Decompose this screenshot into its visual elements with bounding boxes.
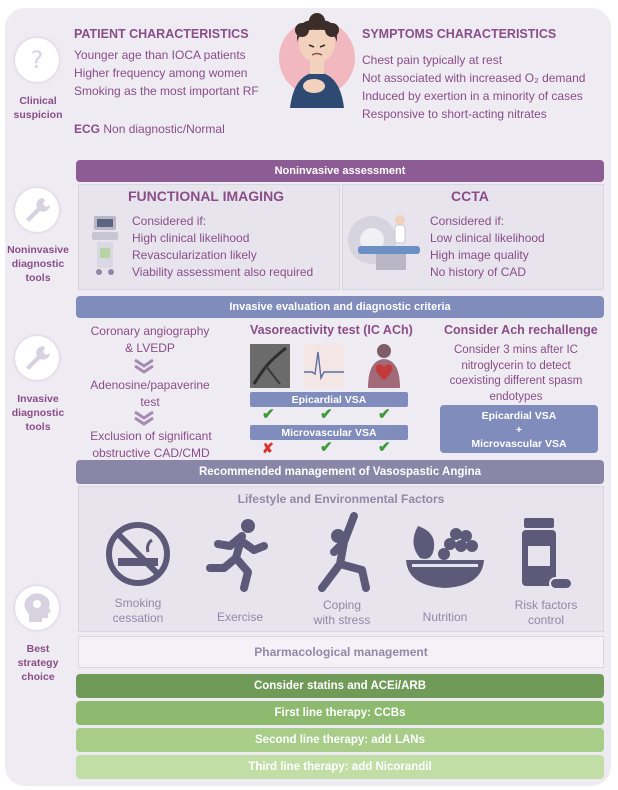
patient-item: Smoking as the most important RF — [74, 84, 259, 98]
running-person-icon — [206, 516, 272, 592]
pharmacological-panel — [78, 636, 604, 668]
lifestyle-label: Nutrition — [422, 610, 468, 624]
clinical-suspicion-label: Clinical suspicion — [13, 95, 63, 121]
cross-icon: ✘ — [262, 440, 274, 456]
pharmacological-title: Pharmacological management — [254, 645, 428, 659]
angiogram-image — [250, 344, 290, 388]
invasive-step-angiography: Coronary angiography & LVEDP — [90, 324, 210, 355]
ecg-text: Non diagnostic/Normal — [103, 122, 225, 136]
lifestyle-label: Smoking cessation — [112, 596, 164, 625]
invasive-evaluation-bar: Invasive evaluation and diagnostic crite… — [76, 296, 604, 318]
functional-item: Revascularization likely — [132, 248, 257, 262]
ultrasound-machine-icon — [88, 214, 122, 276]
symptom-item: Induced by exertion in a minority of cas… — [362, 89, 583, 103]
noninvasive-tools-label: Noninvasive diagnostic tools — [7, 244, 69, 284]
ach-rechallenge-text: Consider 3 mins after IC nitroglycerin t… — [449, 344, 583, 403]
no-smoking-icon — [104, 520, 172, 588]
check-icon: ✔ — [262, 406, 275, 423]
symptom-item: Responsive to short-acting nitrates — [362, 107, 547, 121]
check-icon: ✔ — [378, 406, 391, 423]
wrench-icon — [15, 336, 59, 380]
patient-chest-pain-illustration — [276, 8, 358, 110]
chevron-down-icon — [134, 410, 154, 426]
yoga-pose-icon — [310, 512, 376, 592]
vasoreactivity-test-title: Vasoreactivity test (IC ACh) — [250, 323, 413, 337]
patient-item: Higher frequency among women — [74, 66, 248, 80]
ach-rechallenge-title: Consider Ach rechallenge — [444, 323, 598, 337]
combined-vsa-box: Epicardial VSA + Microvascular VSA — [440, 405, 598, 453]
pill-bottle-icon — [520, 516, 574, 592]
symptoms-characteristics-title: SYMPTOMS CHARACTERISTICS — [362, 27, 557, 41]
ccta-item: Low clinical likelihood — [430, 231, 545, 245]
ccta-title: CCTA — [451, 188, 489, 204]
symptom-item: Not associated with increased O₂ demand — [362, 71, 586, 85]
microvascular-vsa-bar: Microvascular VSA — [250, 425, 408, 440]
functional-item: High clinical likelihood — [132, 231, 250, 245]
ct-scanner-icon — [346, 208, 422, 274]
ecg-trace-icon — [304, 344, 344, 388]
lifestyle-title: Lifestyle and Environmental Factors — [237, 492, 445, 506]
functional-imaging-panel — [78, 184, 340, 290]
ecg-label: ECG — [74, 122, 101, 136]
best-strategy-label: Best strategy choice — [17, 643, 59, 683]
invasive-step-exclusion: Exclusion of significant obstructive CAD… — [90, 429, 212, 460]
invasive-tools-label: Invasive diagnostic tools — [11, 393, 65, 433]
epicardial-vsa-bar: Epicardial VSA — [250, 392, 408, 407]
pharma-step-second-line: Second line therapy: add LANs — [76, 728, 604, 752]
patient-item: Younger age than IOCA patients — [74, 48, 246, 62]
question-mark-icon: ? — [15, 38, 59, 82]
chevron-down-icon — [134, 358, 154, 374]
ccta-item: Considered if: — [430, 214, 505, 228]
invasive-step-adenosine: Adenosine/papaverine test — [90, 378, 210, 409]
combined-epicardial-label: Epicardial VSA — [481, 410, 557, 422]
pharma-step-statins: Consider statins and ACEi/ARB — [76, 674, 604, 698]
lifestyle-label: Risk factors control — [514, 598, 578, 627]
heart-anatomy-icon — [362, 342, 406, 388]
recommended-management-bar: Recommended management of Vasospastic An… — [76, 460, 604, 484]
lifestyle-label: Exercise — [216, 610, 263, 624]
check-icon: ✔ — [320, 406, 333, 423]
ecg-line: ECG Non diagnostic/Normal — [74, 121, 225, 138]
lifestyle-label: Coping with stress — [313, 598, 371, 627]
symptom-item: Chest pain typically at rest — [362, 53, 503, 67]
functional-item: Viability assessment also required — [132, 265, 314, 279]
pharma-step-first-line: First line therapy: CCBs — [76, 701, 604, 725]
ccta-item: High image quality — [430, 248, 529, 262]
plus-sign: + — [515, 424, 523, 436]
svg-text:?: ? — [31, 46, 44, 74]
noninvasive-assessment-bar: Noninvasive assessment — [76, 160, 604, 182]
ccta-item: No history of CAD — [430, 265, 527, 279]
functional-imaging-title: FUNCTIONAL IMAGING — [128, 188, 285, 204]
combined-microvascular-label: Microvascular VSA — [471, 438, 567, 450]
pharma-step-third-line: Third line therapy: add Nicorandil — [76, 755, 604, 779]
lightbulb-head-icon — [15, 586, 59, 630]
fruit-bowl-icon — [404, 514, 486, 592]
patient-characteristics-title: PATIENT CHARACTERISTICS — [74, 27, 249, 41]
check-icon: ✔ — [378, 439, 391, 456]
wrench-icon — [15, 188, 59, 232]
check-icon: ✔ — [320, 439, 333, 456]
functional-item: Considered if: — [132, 214, 207, 228]
